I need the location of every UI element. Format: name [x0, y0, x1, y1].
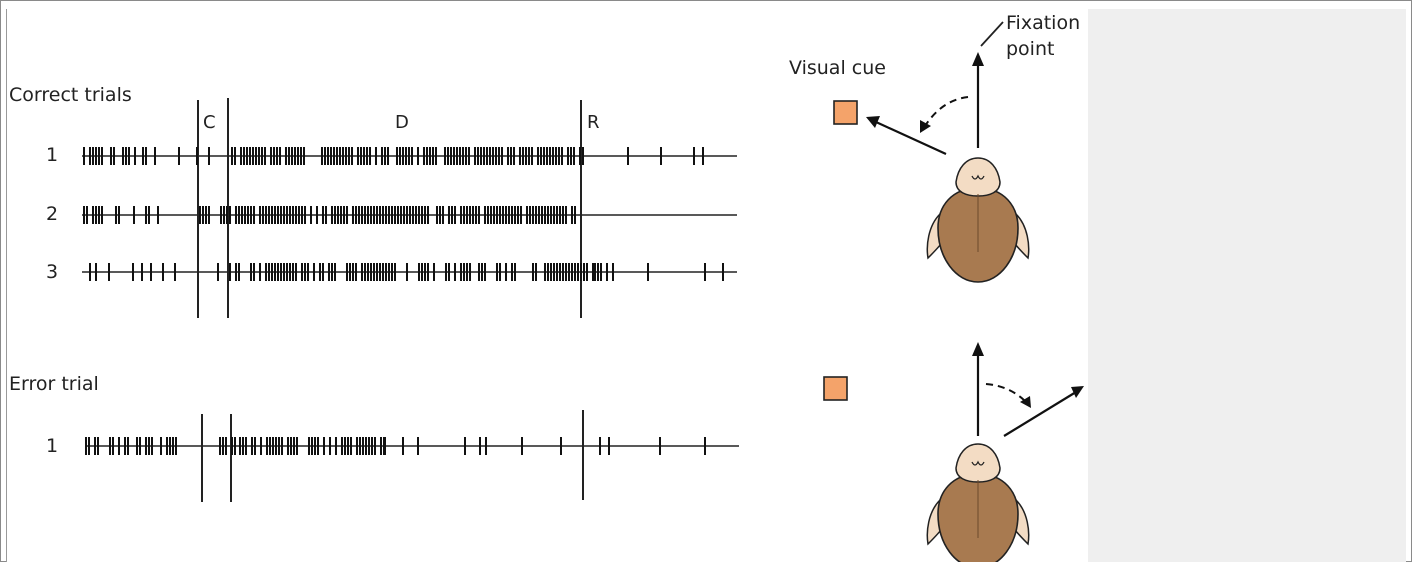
- fixation-point-label-line2: point: [1006, 38, 1055, 60]
- fixation-arrow-head: [972, 52, 984, 66]
- correct-trial-schematic: [833, 21, 1030, 283]
- visual-cue-square: [833, 100, 858, 125]
- error-saccade-arrow-right: [1003, 391, 1077, 437]
- error-rotation-arrow: [985, 383, 1027, 403]
- rotation-arrow-left: [924, 96, 969, 127]
- error-visual-cue-square: [823, 376, 848, 401]
- error-fixation-arrow-head: [972, 342, 984, 356]
- correct-trial-number-2: 2: [46, 203, 59, 225]
- correct-trial-number-3: 3: [46, 261, 59, 283]
- period-label-cue: C: [203, 112, 216, 133]
- correct-trial-number-1: 1: [46, 144, 59, 166]
- error-saccade-arrow-right-head: [1071, 386, 1084, 398]
- figure-panel: [6, 9, 1089, 562]
- saccade-arrow-left-head: [866, 116, 880, 128]
- rotation-arrow-left-head: [920, 120, 931, 133]
- grey-side-panel: [1088, 9, 1406, 562]
- monkey-head-bottom-brow: [971, 460, 985, 466]
- monkey-head-bottom: [926, 443, 1030, 562]
- correct-trials-heading: Correct trials: [9, 84, 132, 106]
- period-label-response: R: [587, 112, 600, 133]
- error-rotation-arrow-head: [1020, 396, 1031, 408]
- fixation-label-leader: [980, 21, 1004, 47]
- monkey-head-top-brow: [971, 174, 985, 180]
- spike-rasters: [83, 147, 724, 455]
- error-trial-schematic: [823, 342, 1084, 562]
- monkey-head-top: [926, 157, 1030, 283]
- period-label-delay: D: [395, 112, 409, 133]
- error-trial-number-1: 1: [46, 435, 59, 457]
- fixation-point-label-line1: Fixation: [1006, 12, 1081, 34]
- saccade-arrow-left: [875, 120, 947, 156]
- visual-cue-label: Visual cue: [789, 57, 886, 79]
- error-trial-heading: Error trial: [9, 373, 99, 395]
- trial-baselines: [82, 155, 739, 447]
